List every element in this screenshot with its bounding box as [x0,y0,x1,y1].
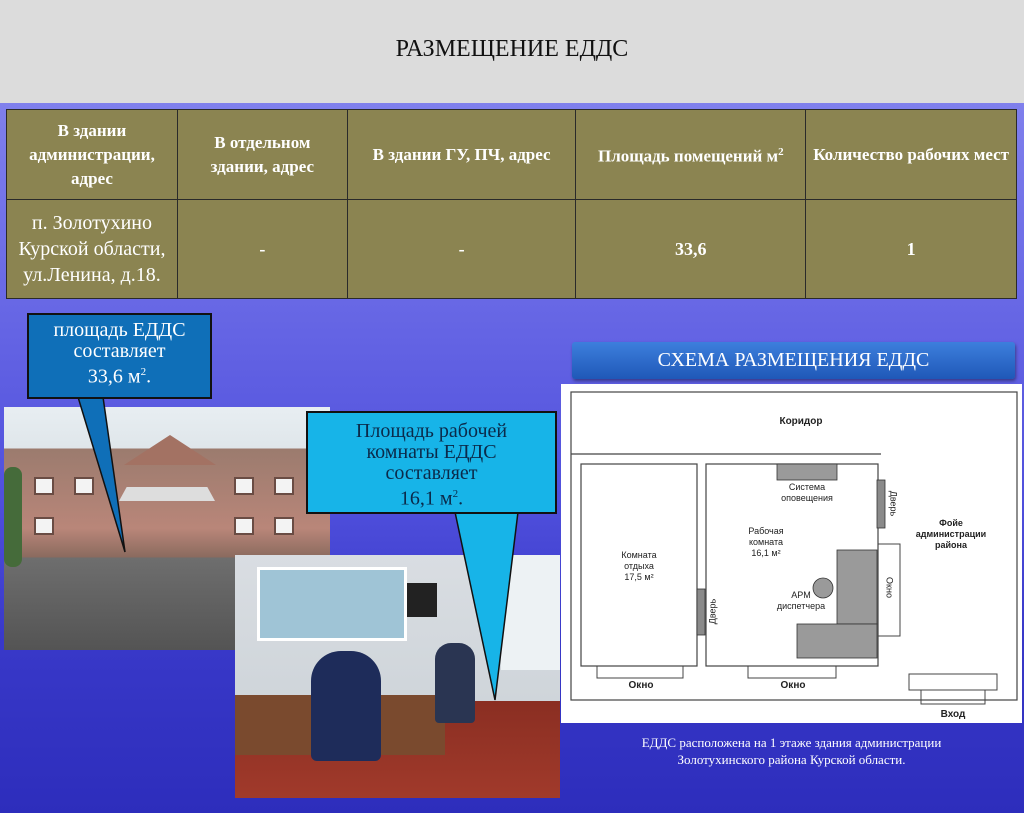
callout-value-text: 16,1 м [399,487,453,510]
label-arm: АРМ диспетчера [761,590,841,612]
header-area-sup: 2 [778,146,784,159]
callout-value: 33,6 м2. [29,362,210,388]
address-line: Курской области, [18,238,166,260]
desk-horizontal [796,623,878,659]
label-foyer-line: района [935,540,967,550]
label-rest-room: Комната отдыха 17,5 м² [599,550,679,583]
desk-vertical [836,549,878,625]
label-alert-system: Система оповещения [767,482,847,504]
title-bar: РАЗМЕЩЕНИЕ ЕДДС [0,0,1024,103]
window-bottom-right [747,665,837,679]
building-window [34,517,54,535]
callout-value-sup: 2 [140,366,147,378]
caption-line: Золотухинского района Курской области. [677,752,906,767]
office-photo [235,555,560,798]
label-rest-line: Комната [621,550,657,560]
label-arm-line: диспетчера [776,601,826,611]
label-entrance: Вход [940,709,966,720]
label-window-left: Окно [628,680,654,691]
outer-wall [570,391,1018,701]
address-line: п. Золотухино [31,212,152,234]
building-roof [124,435,216,465]
window-right [877,543,901,637]
label-window-bottom: Окно [780,680,806,691]
cell-gu-pch-building: - [346,199,577,299]
label-corridor: Коридор [779,416,823,427]
operator-person [311,651,381,761]
tree [4,467,22,567]
callout-value-suffix: . [458,487,464,510]
placement-table: В здании администрации, адрес В отдельно… [6,109,1017,299]
floor-plan: Коридор Фойе администрации района Систем… [561,384,1022,723]
door-right [876,479,886,529]
floor-plan-drawing [570,391,1018,705]
entrance-step-1 [908,673,998,691]
glass-partition [257,567,407,641]
header-area: Площадь помещений м2 [575,109,807,200]
callout-value-text: 33,6 м [87,365,141,388]
callout-value: 16,1 м2. [308,484,555,510]
callout-total-area: площадь ЕДДС составляет 33,6 м2. [27,313,212,399]
header-workplaces: Количество рабочих мест [805,109,1017,200]
label-door-right: Дверь [888,490,899,517]
label-rest-line: 17,5 м² [624,572,654,582]
caption-line: ЕДДС расположена на 1 этаже здания админ… [641,735,942,750]
cell-address: п. Золотухино Курской области, ул.Ленина… [6,199,178,299]
label-alert-line: Система [788,482,826,492]
building-window [274,477,294,495]
building-window [274,517,294,535]
cell-separate-building: - [176,199,348,299]
label-foyer-line: администрации [915,529,987,539]
arm-circle [812,577,834,599]
header-gu-pch-building: В здании ГУ, ПЧ, адрес [346,109,577,200]
label-window-right: Окно [884,577,895,598]
label-work-line: Рабочая [748,526,784,536]
label-arm-line: АРМ [791,590,811,600]
label-alert-line: оповещения [781,493,833,503]
callout-room-area: Площадь рабочей комнаты ЕДДС составляет … [306,411,557,514]
table-row: п. Золотухино Курской области, ул.Ленина… [6,199,1017,299]
label-foyer: Фойе администрации района [901,518,1001,551]
label-foyer-line: Фойе [939,518,963,528]
callout-value-sup: 2 [452,488,459,500]
window-bottom-left [596,665,684,679]
building-window [74,477,94,495]
header-area-text: Площадь помещений м [597,146,779,166]
callout-text: Площадь рабочей [355,420,508,442]
scheme-caption: ЕДДС расположена на 1 этаже здания админ… [561,734,1022,768]
label-rest-line: отдыха [624,561,654,571]
page-title: РАЗМЕЩЕНИЕ ЕДДС [395,36,629,62]
callout-text: составляет [73,340,166,362]
building-window [234,517,254,535]
entrance-canopy [119,487,215,501]
label-door-left: Дверь [707,598,718,625]
label-work-room: Рабочая комната 16,1 м² [726,526,806,559]
callout-text: составляет [385,462,478,484]
callout-text: площадь ЕДДС [53,319,186,341]
office-window [501,555,560,670]
header-admin-building: В здании администрации, адрес [6,109,178,200]
building-window [34,477,54,495]
door-left [696,588,706,636]
callout-value-suffix: . [146,365,152,388]
scheme-header: СХЕМА РАЗМЕЩЕНИЯ ЕДДС [572,342,1015,379]
label-work-line: 16,1 м² [751,548,781,558]
entrance-step-2 [920,689,986,705]
tv-screen [407,583,437,617]
alert-system-block [776,463,838,481]
cell-workplaces: 1 [805,199,1017,299]
address-line: ул.Ленина, д.18. [23,264,161,286]
header-separate-building: В отдельном здании, адрес [176,109,348,200]
callout-text: комнаты ЕДДС [366,441,497,463]
officer-person [435,643,475,723]
building-window [234,477,254,495]
label-work-line: комната [748,537,784,547]
table-header-row: В здании администрации, адрес В отдельно… [6,109,1017,200]
cell-area: 33,6 [575,199,807,299]
